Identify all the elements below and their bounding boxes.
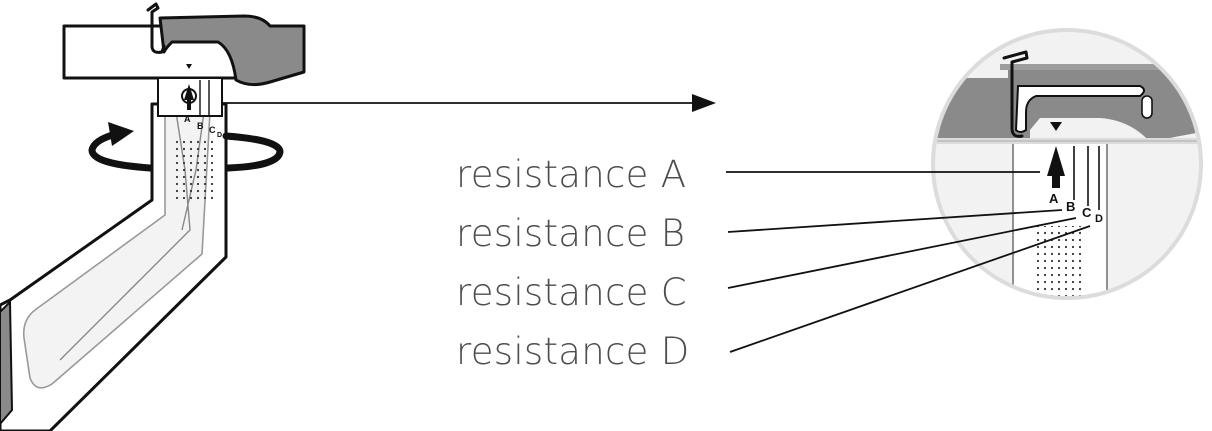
zoom-mark-b: B bbox=[1066, 199, 1075, 214]
tube-end-cap bbox=[0, 299, 14, 426]
dial-arrow bbox=[184, 84, 194, 100]
latch-hook bbox=[146, 2, 166, 54]
dial-pointer-top bbox=[186, 64, 192, 69]
zoom-setting-arrow-stem bbox=[1052, 176, 1060, 188]
label-resistance-b: resistance B bbox=[456, 212, 686, 255]
zoom-mark-d: D bbox=[1095, 213, 1103, 225]
inner-channel bbox=[22, 111, 211, 389]
rotation-arrow-front bbox=[88, 130, 154, 172]
zoom-latch-interior bbox=[1014, 85, 1145, 133]
zoom-pointer-top-icon bbox=[1050, 122, 1062, 131]
device-mark-c: C bbox=[209, 125, 216, 135]
leader-line-b bbox=[727, 209, 1063, 233]
zoom-setting-arrow-icon bbox=[1047, 146, 1065, 176]
label-resistance-a: resistance A bbox=[456, 153, 687, 196]
zoom-latch-hook bbox=[1002, 50, 1029, 138]
zoom-pointer-arrow bbox=[222, 94, 716, 112]
label-resistance-d: resistance D bbox=[456, 330, 690, 373]
leader-line-d bbox=[729, 225, 1091, 353]
dial-arrow-stem bbox=[187, 100, 191, 110]
zoom-slot bbox=[1141, 95, 1153, 119]
device-mark-d: D bbox=[217, 132, 222, 139]
handle-grip bbox=[158, 14, 306, 87]
leader-line-c bbox=[727, 217, 1077, 289]
rotation-arrow-head-icon bbox=[108, 122, 134, 146]
device-illustration: A B C D bbox=[0, 2, 306, 431]
rotation-arrow-back bbox=[222, 132, 284, 172]
pointer-arrow-head-icon bbox=[692, 94, 716, 112]
zoom-mark-a: A bbox=[1049, 191, 1059, 206]
zoom-mark-c: C bbox=[1082, 205, 1092, 220]
device-mark-b: B bbox=[197, 121, 204, 131]
zoom-handle-top bbox=[1000, 64, 1175, 70]
device-mark-a: A bbox=[184, 114, 191, 124]
label-resistance-c: resistance C bbox=[456, 271, 687, 314]
dot-texture bbox=[172, 140, 214, 200]
leader-lines bbox=[726, 171, 1091, 353]
zoom-dot-texture bbox=[1036, 226, 1086, 298]
magnified-view: A B C D bbox=[931, 28, 1203, 300]
zoom-handle-body bbox=[933, 66, 1201, 142]
zoom-circle-ring bbox=[931, 28, 1203, 300]
